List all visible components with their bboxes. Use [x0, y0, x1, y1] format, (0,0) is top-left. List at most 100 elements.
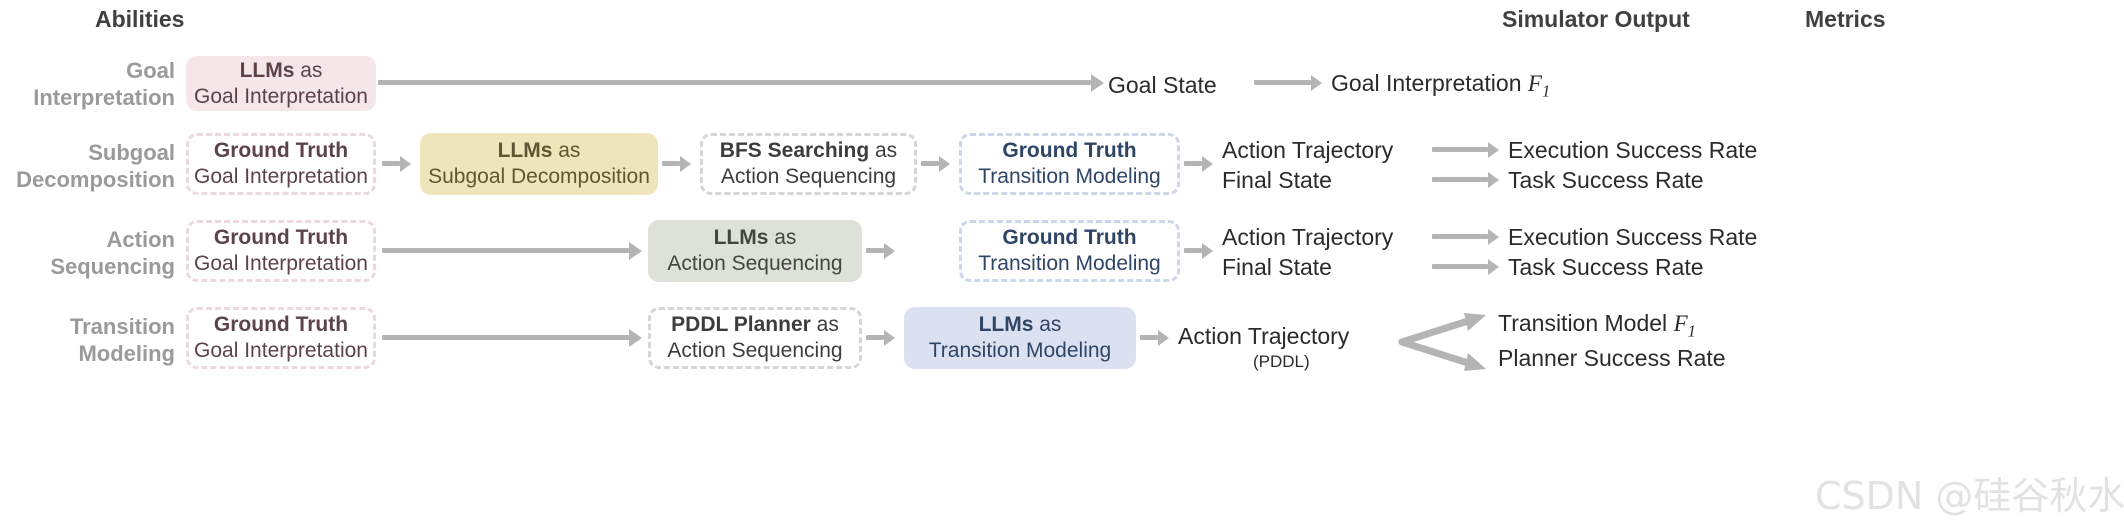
arrow-head-r1-to-metric [1311, 75, 1322, 91]
arrow-head-r4-2 [884, 330, 895, 346]
box-task: Goal Interpretation [194, 165, 368, 188]
output-r2-action-trajectory: Action Trajectory [1222, 137, 1394, 163]
box-as: as [552, 139, 581, 162]
box-line1: Ground Truth [1002, 225, 1136, 251]
arrow-head-r4-1 [629, 329, 642, 347]
row-label-line1: Action [106, 227, 175, 252]
box-llms-action-sequencing[interactable]: LLMs as Action Sequencing [648, 220, 862, 282]
metric-r4-planner-success-rate: Planner Success Rate [1498, 345, 1726, 371]
box-agent: LLMs [497, 139, 553, 162]
box-line1: LLMs as [240, 58, 323, 84]
arrow-head-r2-metric-1 [1488, 142, 1499, 158]
row-label-line2: Interpretation [33, 85, 175, 110]
arrow-head-r2-1 [400, 156, 411, 172]
box-task: Action Sequencing [667, 252, 843, 275]
box-bfs-searching-action-sequencing[interactable]: BFS Searching as Action Sequencing [700, 133, 917, 195]
box-pddl-planner-action-sequencing[interactable]: PDDL Planner as Action Sequencing [648, 307, 862, 369]
box-task: Transition Modeling [978, 252, 1161, 275]
row-label-line2: Sequencing [50, 254, 175, 279]
box-ground-truth-transition-modeling-r2[interactable]: Ground Truth Transition Modeling [959, 133, 1180, 195]
box-task: Goal Interpretation [194, 252, 368, 275]
box-line1: LLMs as [979, 312, 1062, 338]
box-as: as [768, 226, 797, 249]
arrow-head-r1-to-output [1091, 74, 1104, 92]
arrow-head-r2-3 [939, 156, 950, 172]
metric-f1-symbol: F1 [1527, 71, 1551, 101]
row-label-line1: Transition [69, 314, 175, 339]
arrow-head-r4-to-output [1158, 330, 1169, 346]
box-agent: Ground Truth [213, 313, 349, 336]
output-r2-final-state: Final State [1222, 167, 1332, 193]
header-abilities: Abilities [95, 6, 185, 32]
box-task: Goal Interpretation [194, 84, 368, 108]
arrow-head-r2-2 [680, 156, 691, 172]
arrow-head-r3-metric-2 [1488, 259, 1499, 275]
box-ground-truth-goal-interpretation-r4[interactable]: Ground Truth Goal Interpretation [186, 307, 376, 369]
arrow-r2-metric-1 [1432, 147, 1488, 152]
arrow-r1-to-output [378, 80, 1091, 85]
box-agent: LLMs [713, 226, 769, 249]
arrow-r4-1 [382, 335, 629, 340]
row-label-action-sequencing: Action Sequencing [0, 226, 175, 280]
row-label-transition-modeling: Transition Modeling [0, 313, 175, 367]
arrow-r2-3 [921, 161, 939, 166]
box-task: Action Sequencing [667, 339, 843, 362]
box-line1: LLMs as [714, 225, 797, 251]
arrow-r3-metric-2 [1432, 264, 1488, 269]
box-task: Transition Modeling [978, 165, 1161, 188]
arrow-r2-2 [662, 161, 680, 166]
header-simulator-output: Simulator Output [1502, 6, 1690, 32]
box-as: as [1033, 313, 1062, 336]
row-label-subgoal-decomposition: Subgoal Decomposition [0, 139, 175, 193]
metric-r1-goal-interpretation-f1: Goal Interpretation F1 [1331, 70, 1550, 102]
metric-f1-subscript: 1 [1687, 321, 1696, 341]
metric-label: Goal Interpretation [1331, 70, 1522, 96]
row-label-line2: Modeling [78, 341, 175, 366]
output-r1-goal-state: Goal State [1108, 72, 1217, 98]
output-r4-pddl-note: (PDDL) [1253, 352, 1310, 371]
header-metrics: Metrics [1805, 6, 1886, 32]
arrow-r3-2 [866, 248, 884, 253]
box-task: Transition Modeling [928, 339, 1112, 362]
arrow-r2-1 [382, 161, 400, 166]
branch-arrows-r4 [1398, 313, 1486, 371]
metric-r3-task-success-rate: Task Success Rate [1508, 254, 1704, 280]
arrow-head-r3-1 [629, 242, 642, 260]
box-agent: Ground Truth [1002, 226, 1137, 249]
metric-label: Transition Model [1498, 310, 1668, 336]
box-line1: Ground Truth [214, 312, 348, 338]
box-task: Action Sequencing [720, 165, 897, 188]
box-ground-truth-transition-modeling-r3[interactable]: Ground Truth Transition Modeling [959, 220, 1180, 282]
box-task: Subgoal Decomposition [428, 165, 650, 188]
row-label-line1: Goal [126, 58, 175, 83]
box-task: Goal Interpretation [194, 339, 368, 362]
row-label-line2: Decomposition [16, 167, 175, 192]
arrow-head-r2-metric-2 [1488, 172, 1499, 188]
box-line1: Ground Truth [1002, 138, 1136, 164]
metric-f1-subscript: 1 [1541, 81, 1551, 101]
box-agent: LLMs [978, 313, 1034, 336]
arrow-r2-to-output [1184, 161, 1202, 166]
box-as: as [869, 139, 898, 162]
arrow-r3-metric-1 [1432, 234, 1488, 239]
arrow-r3-1 [382, 248, 629, 253]
box-agent: Ground Truth [213, 139, 349, 162]
metric-f1-symbol: F1 [1673, 311, 1696, 341]
box-llms-subgoal-decomposition[interactable]: LLMs as Subgoal Decomposition [420, 133, 658, 195]
output-r4-action-trajectory: Action Trajectory [1178, 323, 1350, 349]
box-llms-transition-modeling[interactable]: LLMs as Transition Modeling [904, 307, 1136, 369]
box-line1: PDDL Planner as [671, 312, 839, 338]
box-ground-truth-goal-interpretation-r2[interactable]: Ground Truth Goal Interpretation [186, 133, 376, 195]
metric-r2-execution-success-rate: Execution Success Rate [1508, 137, 1758, 163]
metric-r2-task-success-rate: Task Success Rate [1508, 167, 1704, 193]
box-agent: Ground Truth [1002, 139, 1137, 162]
box-ground-truth-goal-interpretation-r3[interactable]: Ground Truth Goal Interpretation [186, 220, 376, 282]
box-line1: Ground Truth [214, 138, 348, 164]
arrow-head-r2-to-output [1202, 156, 1213, 172]
box-agent: PDDL Planner [671, 313, 811, 336]
output-r3-action-trajectory: Action Trajectory [1222, 224, 1394, 250]
box-llms-goal-interpretation[interactable]: LLMs as Goal Interpretation [186, 56, 376, 111]
box-line1: Ground Truth [214, 225, 348, 251]
arrow-r4-2 [866, 335, 884, 340]
